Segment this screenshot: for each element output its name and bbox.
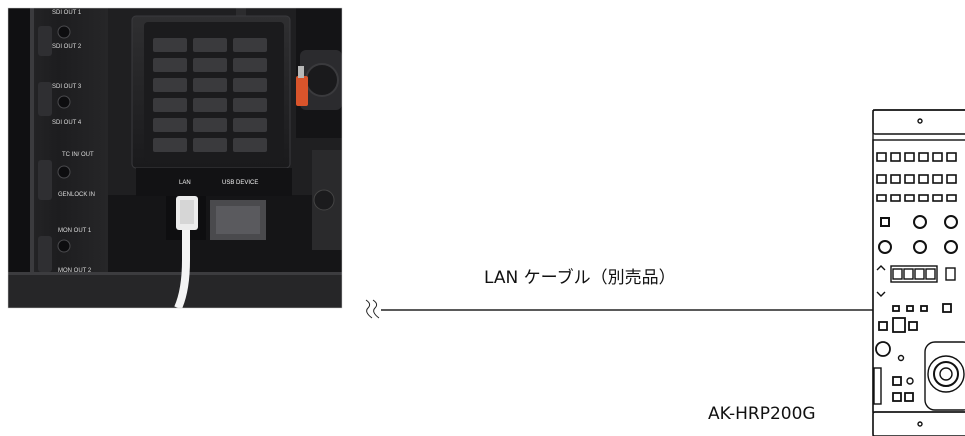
lan-port-label: LAN <box>179 180 191 186</box>
connector-label: TC IN/ OUT <box>62 152 94 158</box>
connector-label: SDI OUT 1 <box>52 10 82 16</box>
connector-label: GENLOCK IN <box>58 192 95 198</box>
connector-label: SDI OUT 3 <box>52 84 82 90</box>
model-label: AK-HRP200G <box>708 404 816 424</box>
rop-panel-icon <box>872 109 965 436</box>
connector-label: SDI OUT 2 <box>52 44 82 50</box>
usb-port-label: USB DEVICE <box>222 180 258 186</box>
connector-label: MON OUT 2 <box>58 268 92 274</box>
camera-rear-photo: SDI OUT 1 SDI OUT 2 SDI OUT 3 SDI OUT 4 … <box>7 7 343 309</box>
cable-break-icon <box>365 299 380 319</box>
connector-label: MON OUT 1 <box>58 228 92 234</box>
connector-label: SDI OUT 4 <box>52 120 82 126</box>
cable-label: LAN ケーブル（別売品） <box>484 268 676 288</box>
